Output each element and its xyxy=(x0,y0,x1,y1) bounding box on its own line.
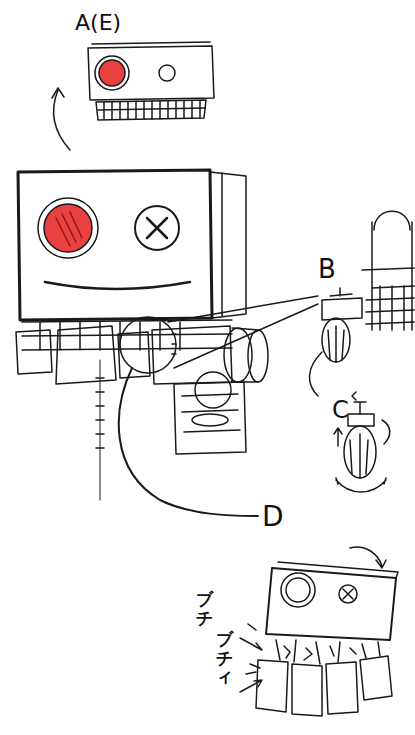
spark-mark xyxy=(246,624,260,674)
robot-head xyxy=(18,170,246,320)
leader-line xyxy=(309,352,322,396)
arrow-head xyxy=(52,88,64,98)
leader-line xyxy=(168,296,318,368)
robot-body xyxy=(16,317,268,500)
joint-detail xyxy=(322,211,414,362)
part-label: D xyxy=(262,503,284,531)
sound-effect: ブチィ xyxy=(216,630,233,686)
part-label: C xyxy=(332,398,349,422)
detail-head xyxy=(88,42,214,120)
detail-head-tilted xyxy=(256,547,398,716)
part-label: A(E) xyxy=(75,12,121,34)
leader-line xyxy=(119,368,258,516)
spark-arrow xyxy=(240,638,262,650)
pointer-arrow xyxy=(54,90,70,150)
sound-effect: ブチ xyxy=(196,590,213,627)
part-label: B xyxy=(318,256,336,282)
spark-arrow xyxy=(240,680,262,692)
